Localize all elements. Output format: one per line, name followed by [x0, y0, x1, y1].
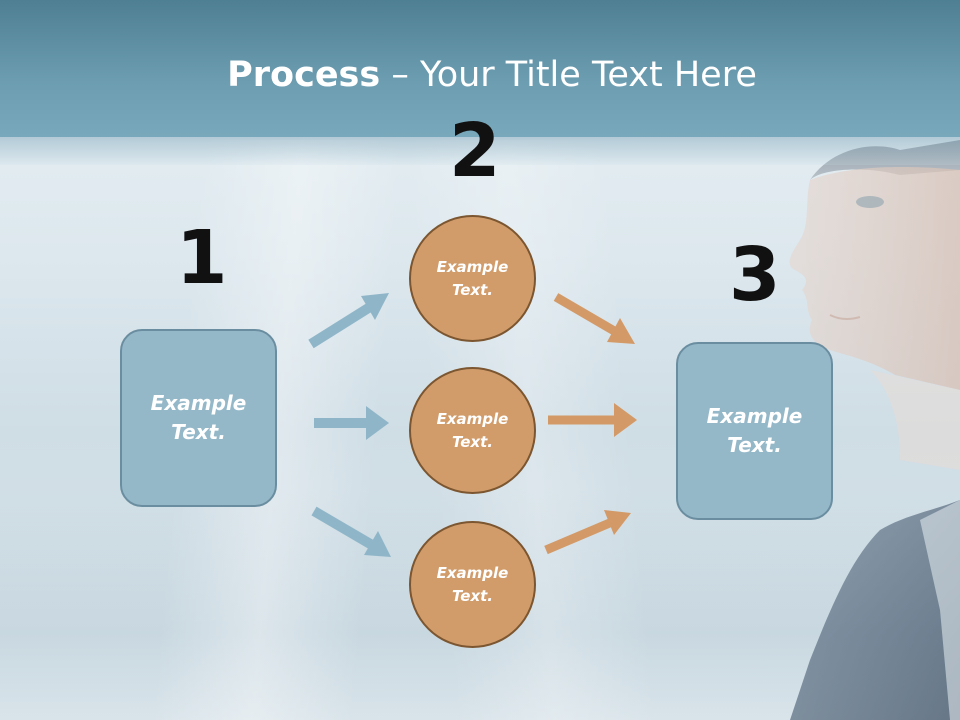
orange-arrow-from-top — [553, 293, 635, 344]
box-input-line2: Text. — [171, 420, 226, 444]
title-bar — [0, 0, 960, 137]
circle-bottom-line1: Example — [436, 563, 509, 582]
title-bold: Process — [227, 55, 381, 95]
circle-bottom-line2: Text. — [451, 586, 493, 605]
step-number-3: 3 — [729, 232, 781, 318]
step-number-1: 1 — [176, 215, 228, 301]
businessman-photo — [789, 140, 960, 720]
circle-top-line1: Example — [436, 257, 509, 276]
slide-title: Process – Your Title Text Here — [0, 52, 960, 98]
title-bar-shadow — [0, 137, 960, 165]
box-output-line2: Text. — [727, 433, 782, 457]
orange-arrow-from-middle — [548, 403, 637, 437]
box-output-line1: Example — [706, 404, 803, 428]
title-rest: – Your Title Text Here — [380, 55, 757, 95]
circle-middle-line2: Text. — [451, 432, 493, 451]
circle-middle-line1: Example — [436, 409, 509, 428]
circle-top-line2: Text. — [451, 280, 493, 299]
blue-arrow-to-bottom — [311, 506, 391, 557]
box-input-line1: Example — [150, 391, 247, 415]
orange-arrow-from-bottom — [544, 510, 631, 555]
blue-arrow-to-middle — [314, 406, 389, 440]
step-number-2: 2 — [449, 108, 501, 194]
blue-arrow-to-top — [308, 293, 389, 349]
